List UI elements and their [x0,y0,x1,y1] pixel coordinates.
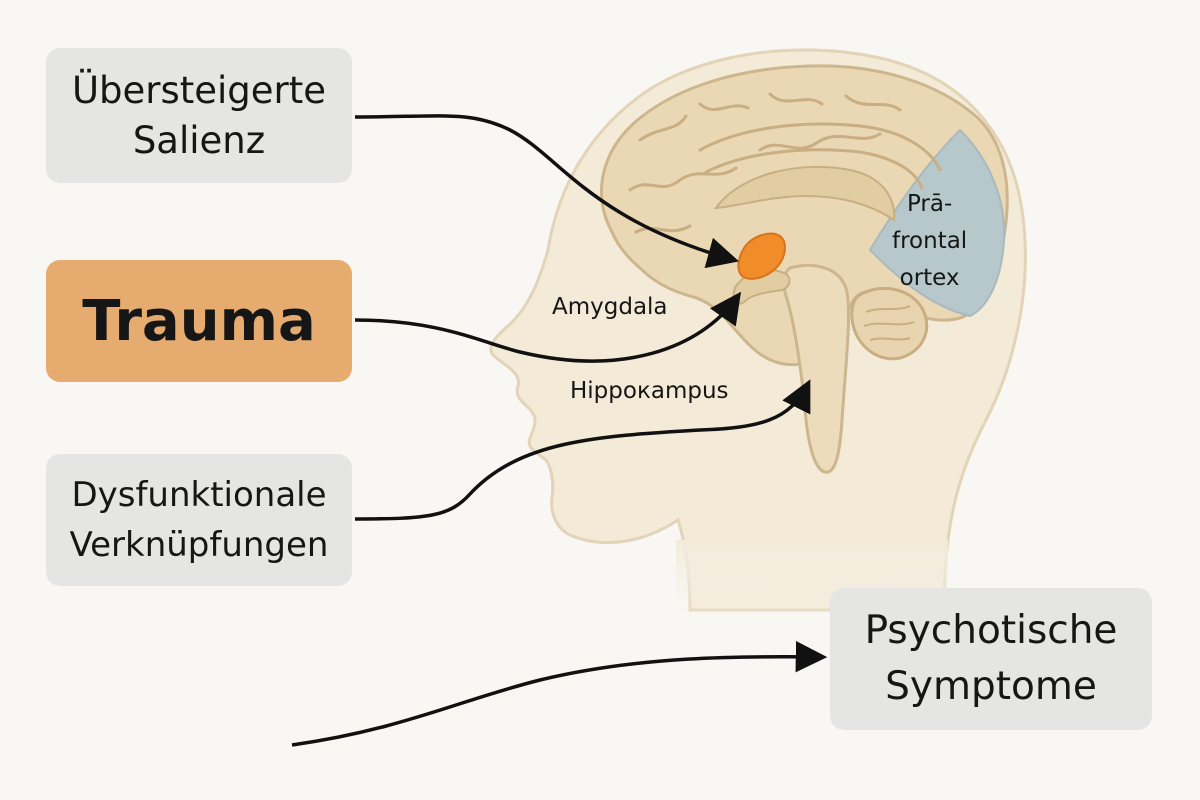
amygdala-structure [737,232,786,280]
label-amygdala: Amygdala [552,294,668,320]
arrow-dysfunctional-to-hippocampus [354,379,811,521]
arrow-trauma-to-amygdala [354,291,742,363]
box-dysfunctional-connections: Dysfunktionale Verknüpfungen [46,454,352,586]
prefrontal-cortex-region [868,128,1006,318]
brainstem [782,264,851,474]
limbic-arc [713,165,896,222]
box-trauma-text: Trauma [82,288,316,354]
arrow-salience-to-amygdala [354,114,740,269]
label-hippocampus: Hippoкampus [570,378,729,404]
brain-folds [628,92,942,234]
box-excessive-salience: Übersteigerte Salienz [46,48,352,183]
box-psychotic-symptoms-text: Psychotische Symptome [864,608,1118,709]
box-excessive-salience-text: Übersteigerte Salienz [71,68,327,162]
box-dysfunctional-connections-text: Dysfunktionale Verknüpfungen [69,475,329,565]
box-trauma: Trauma [46,260,352,382]
cerebellum-folds [863,305,915,341]
label-prefrontal-cortex: Prā- frontal ortex [892,191,968,291]
arrow-to-psychotic-symptoms [291,640,828,747]
box-psychotic-symptoms: Psychotische Symptome [830,588,1152,730]
